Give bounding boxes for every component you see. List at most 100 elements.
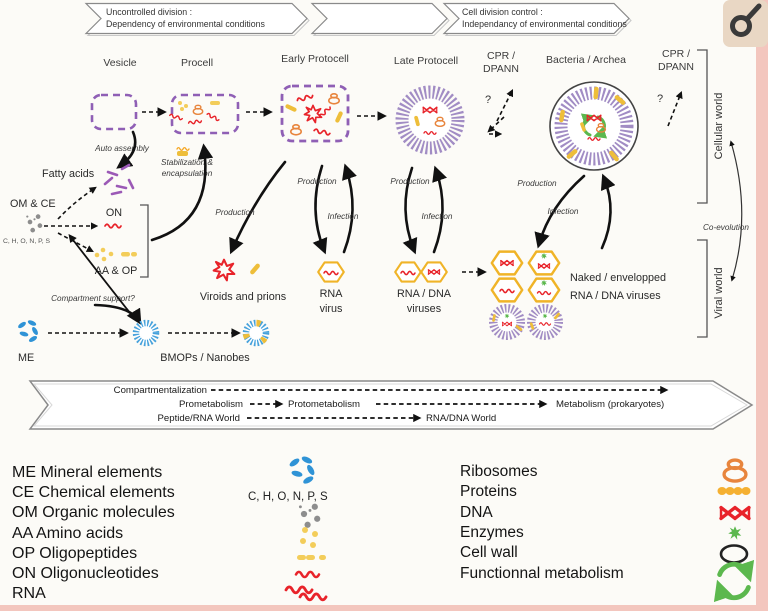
timeline-banner: Compartmentalization Prometabolism Proto… [28, 380, 754, 430]
arrow-production-rnavirus [312, 164, 328, 255]
stage-label-cpr1-line2: DPANN [483, 63, 519, 75]
stage-label-cpr2-line1: CPR / [662, 48, 690, 60]
production-label-2: Production [297, 177, 337, 186]
legend-chons-label: C, H, O, N, P, S [248, 491, 328, 503]
legend-enzymes: Enzymes [460, 524, 524, 541]
procell-cell [168, 93, 240, 135]
question-mark-2: ? [657, 93, 663, 105]
aa-op-icon [94, 247, 137, 262]
viral-world-label: Viral world [713, 267, 725, 318]
cellular-world-label: Cellular world [713, 93, 725, 160]
legend-right: Ribosomes Proteins DNA Enzymes Cell wall… [460, 463, 624, 582]
timeline-protometabolism: Protometabolism [288, 399, 360, 410]
legend-organic-icon [298, 503, 321, 528]
viroids-label: Viroids and prions [200, 291, 287, 303]
co-evolution-arrow [729, 140, 743, 282]
bacteria-archea-cell [549, 81, 639, 171]
chons-label-small: C, H, O, N, P, S [3, 238, 51, 245]
prion-icon [249, 262, 261, 276]
fatty-acids-label: Fatty acids [42, 168, 95, 180]
viroid-icon [212, 258, 236, 282]
naked-label-line1: Naked / envelopped [570, 272, 666, 284]
legend-ce: CE Chemical elements [12, 484, 175, 501]
arrow-production-naked [534, 174, 586, 249]
legend-oligopeptide-icon [297, 555, 326, 560]
legend-me: ME Mineral elements [12, 464, 162, 481]
arrow-bracket-to-procell [150, 143, 214, 242]
legend-functional-metabolism: Functionnal metabolism [460, 565, 624, 582]
stage-label-procell: Procell [181, 57, 213, 69]
on-aa-bracket [140, 204, 149, 278]
question-mark-1: ? [485, 94, 491, 106]
organic-molecules-icon [26, 214, 43, 233]
banner-text-3-line2: Independancy of environmental conditions [462, 19, 627, 29]
arrow-production-rnadna [402, 166, 418, 255]
production-label-1: Production [215, 208, 255, 217]
arrow-early-to-viroids [229, 160, 287, 255]
arrow-infection-rnavirus [342, 163, 357, 254]
legend-dna-icon [719, 505, 751, 521]
mineral-elements-icon [17, 319, 40, 344]
banner-text-3-line1: Cell division control : [462, 7, 543, 17]
chevron-cell-division-control [442, 2, 630, 35]
rna-virus-icon [317, 261, 345, 283]
legend-op: OP Oligopeptides [12, 545, 137, 562]
vesicle-cell [90, 93, 138, 131]
om-ce-label: OM & CE [10, 198, 56, 210]
oligonucleotide-icon [104, 223, 122, 229]
bottom-edge-strip [0, 605, 768, 611]
legend-on: ON Oligonucleotides [12, 565, 159, 582]
right-edge-strip [756, 0, 768, 611]
chevron-uncontrolled-division [84, 2, 308, 35]
production-label-4: Production [517, 179, 557, 188]
banner-text-1-line1: Uncontrolled division : [106, 7, 192, 17]
stage-label-early-protocell: Early Protocell [281, 53, 349, 65]
legend-protein-icon [717, 487, 751, 495]
aa-op-label: AA & OP [95, 265, 138, 277]
legend-middle-icons: C, H, O, N, P, S [248, 455, 328, 602]
stabilization-label-line2: encapsulation [162, 169, 213, 178]
viral-world-bracket [697, 239, 708, 338]
bmop-nanobe-icon [242, 319, 270, 347]
legend-aa: AA Amino acids [12, 525, 123, 542]
timeline-metabolism: Metabolism (prokaryotes) [556, 399, 664, 410]
rna-dna-label-line2: viruses [407, 303, 442, 315]
legend-om: OM Organic molecules [12, 504, 175, 521]
stage-label-vesicle: Vesicle [103, 57, 136, 69]
stage-label-late-protocell: Late Protocell [394, 55, 458, 67]
rna-dna-label-line1: RNA / DNA [397, 288, 452, 300]
rna-virus-label-line1: RNA [320, 288, 344, 300]
fatty-acids-icon [103, 163, 135, 196]
banner-text-1-line2: Dependency of environmental conditions [106, 19, 266, 29]
co-evolution-label: Co-evolution [703, 223, 749, 232]
cpr-dpann-1-arrows: ? [485, 89, 513, 138]
legend-proteins: Proteins [460, 483, 517, 500]
production-label-3: Production [390, 177, 430, 186]
translating-ribosome-icon [176, 146, 190, 156]
on-label: ON [106, 207, 122, 219]
arrow-support-to-bmop [93, 303, 142, 326]
rna-dna-viruses-icon [394, 261, 448, 283]
infection-label-2: Infection [422, 212, 453, 221]
infection-label-3: Infection [548, 207, 579, 216]
male-symbol-icon[interactable] [723, 0, 768, 47]
legend-cellwall-icon [719, 544, 749, 564]
rna-virus-label-line2: virus [320, 303, 343, 315]
legend-amino-icon [300, 527, 318, 548]
legend-mineral-icon [288, 455, 316, 486]
naked-label-line2: RNA / DNA viruses [570, 290, 661, 302]
legend-enzyme-icon [728, 526, 742, 540]
stage-label-cpr2-line2: DPANN [658, 61, 694, 73]
me-label: ME [18, 352, 34, 364]
legend-metabolism-icon [720, 564, 749, 597]
stage-label-cpr1-line1: CPR / [487, 50, 515, 62]
chevron-middle-empty [310, 2, 448, 35]
legend-cellwall: Cell wall [460, 544, 518, 561]
timeline-peptide-rna-world: Peptide/RNA World [158, 413, 240, 424]
legend-right-icons [717, 458, 751, 598]
arrow-infection-naked [600, 173, 616, 250]
legend-left: ME Mineral elements CE Chemical elements… [12, 464, 175, 602]
infection-label-1: Infection [328, 212, 359, 221]
